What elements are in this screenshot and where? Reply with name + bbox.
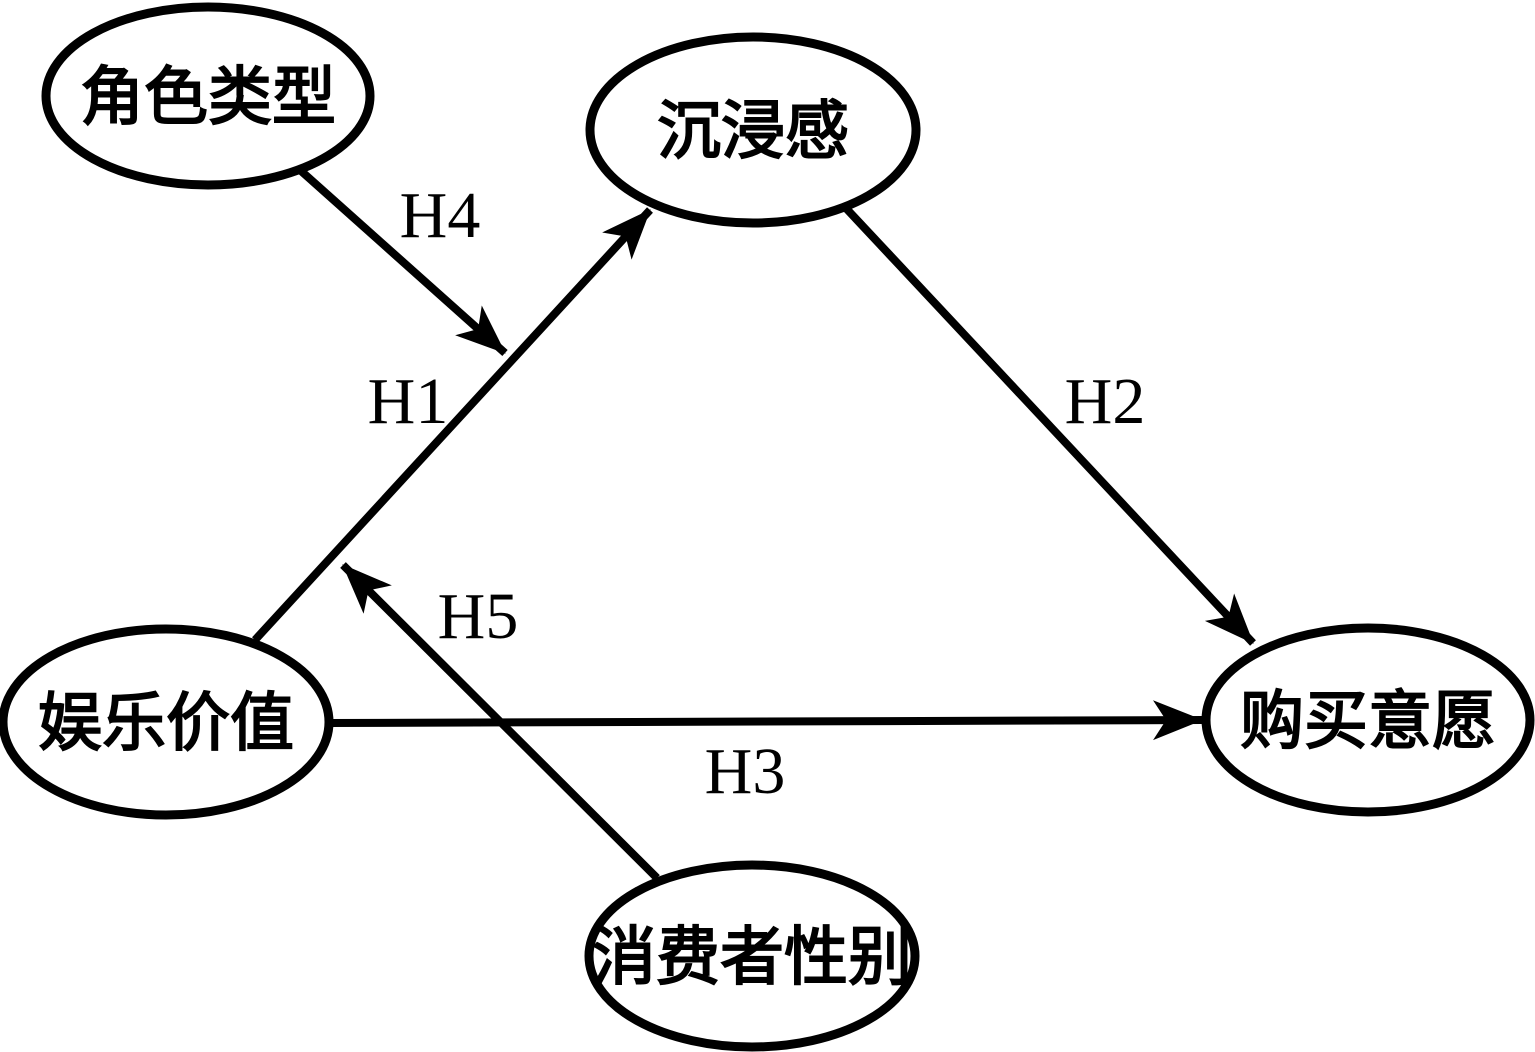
edge-h4: H4 — [297, 167, 508, 356]
node-entertainment-value-ellipse — [0, 624, 334, 820]
edge-h3: H3 — [329, 700, 1203, 808]
edge-h5: H5 — [340, 562, 660, 881]
node-role-type-label: 角色类型 — [80, 62, 336, 133]
edge-h3-arrow — [329, 700, 1203, 741]
edge-h5-label: H5 — [438, 580, 519, 653]
node-consumer-gender-ellipse — [584, 860, 920, 1052]
edge-h1: H1 — [252, 207, 653, 643]
node-consumer-gender: 消费者性别 — [584, 860, 920, 1052]
node-immersion: 沉浸感 — [585, 32, 921, 228]
edge-h4-label: H4 — [400, 179, 481, 252]
node-immersion-ellipse — [585, 32, 921, 228]
edge-h1-arrow — [252, 207, 653, 643]
node-purchase-intention-ellipse — [1201, 623, 1535, 817]
edge-h3-label: H3 — [705, 735, 786, 808]
node-purchase-intention: 购买意愿 — [1201, 623, 1535, 817]
edge-h2-label: H2 — [1065, 365, 1146, 438]
edge-h2-arrow — [840, 202, 1256, 646]
node-role-type-ellipse — [41, 2, 375, 190]
node-entertainment-value: 娱乐价值 — [0, 624, 334, 820]
edge-h1-label: H1 — [368, 365, 449, 438]
node-purchase-intention-label: 购买意愿 — [1240, 686, 1496, 757]
edge-h5-arrow — [340, 562, 660, 881]
node-consumer-gender-label: 消费者性别 — [592, 922, 912, 993]
node-immersion-label: 沉浸感 — [657, 96, 849, 167]
node-entertainment-value-label: 娱乐价值 — [38, 688, 294, 759]
edge-h2: H2 — [840, 202, 1256, 646]
edge-h4-arrow — [297, 167, 508, 356]
node-role-type: 角色类型 — [41, 2, 375, 190]
